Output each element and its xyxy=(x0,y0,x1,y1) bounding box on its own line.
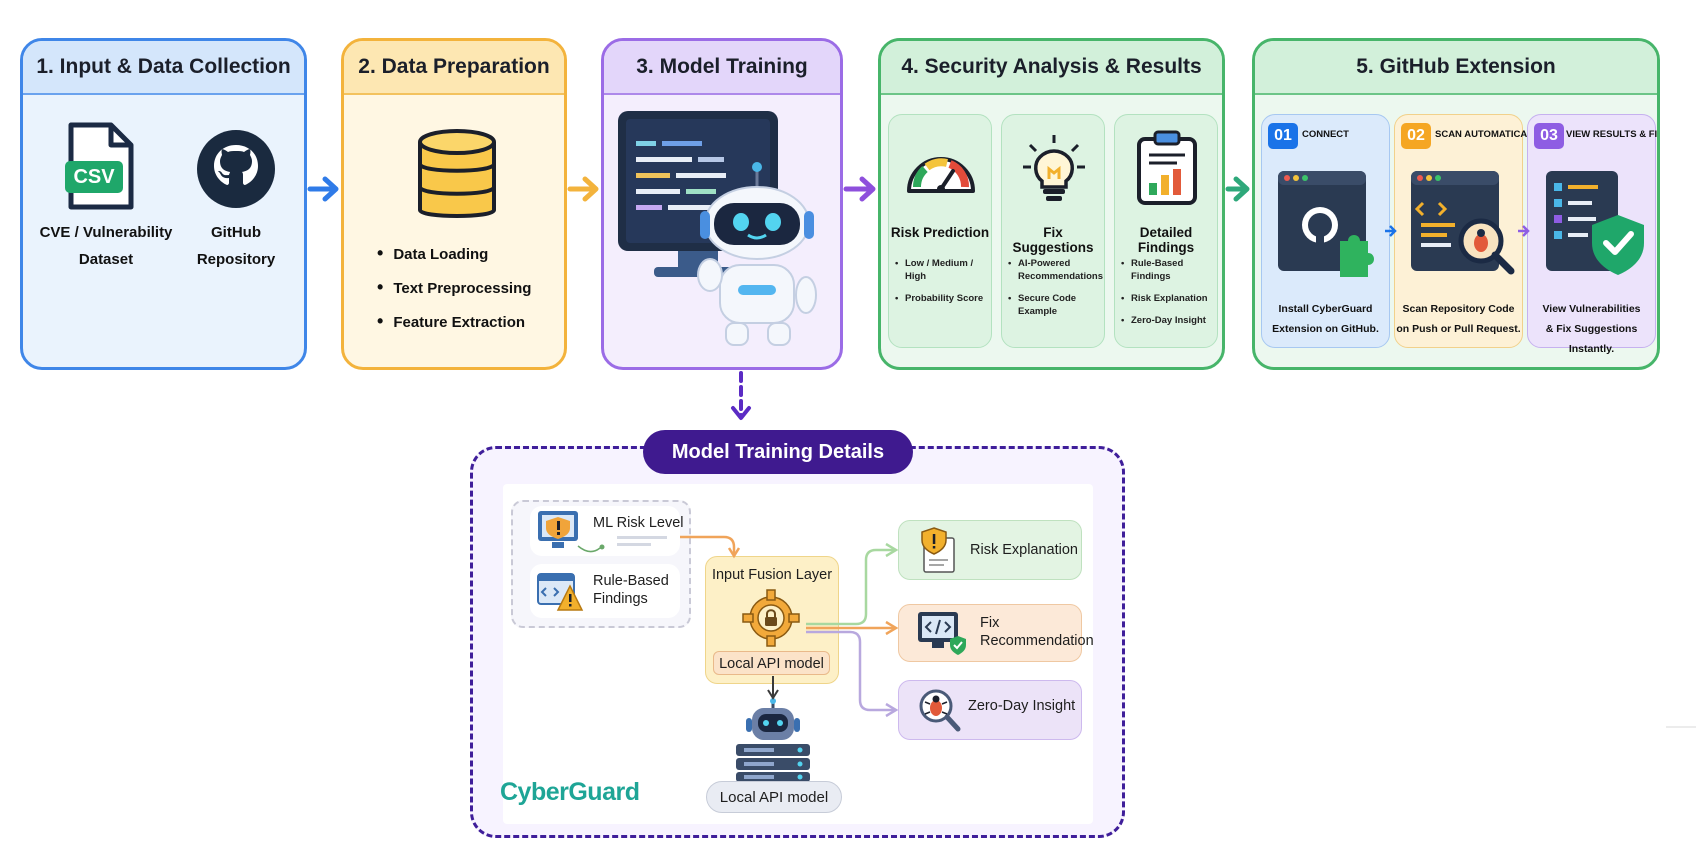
csv-badge: CSV xyxy=(73,166,115,188)
stage-input-data-collection: 1. Input & Data Collection CSV CVE / Vul… xyxy=(20,38,307,370)
github-window-puzzle-icon xyxy=(1278,171,1374,277)
step-card-scan: 02 SCAN AUTOMATICALLY Scan Repository Co… xyxy=(1394,114,1544,348)
list-item: Probability Score xyxy=(895,292,989,305)
card-title: Risk Prediction xyxy=(890,225,990,240)
step-label: VIEW RESULTS & FIX xyxy=(1566,129,1660,140)
step-card-connect: 01 CONNECT Install CyberGuard Extension … xyxy=(1261,114,1390,348)
cyberguard-logo-text: CyberGuard xyxy=(500,778,640,806)
input-label: Rule-Based Findings xyxy=(593,573,669,607)
line-decoration xyxy=(617,543,651,546)
stage-security-analysis: 4. Security Analysis & Results Risk Pred… xyxy=(878,38,1225,370)
card-bullets: Low / Medium / High Probability Score xyxy=(895,257,989,314)
list-item: Feature Extraction xyxy=(377,305,531,339)
stage-title: 5. GitHub Extension xyxy=(1255,41,1657,95)
step-number: 01 xyxy=(1268,123,1298,149)
arrow-stage3-to-stage4-icon xyxy=(843,176,876,202)
card-bullets: AI-Powered Recommendations Secure Code E… xyxy=(1008,257,1103,327)
step-label: SCAN AUTOMATICALLY xyxy=(1435,129,1545,140)
clipboard-chart-icon xyxy=(1137,130,1197,205)
stage-title: 2. Data Preparation xyxy=(344,41,564,95)
database-icon xyxy=(418,129,496,218)
arrow-stage4-to-stage5-icon xyxy=(1225,176,1250,202)
fusion-title: Input Fusion Layer xyxy=(711,567,833,583)
input-label: ML Risk Level xyxy=(593,515,684,531)
stage-title: 1. Input & Data Collection xyxy=(23,41,304,95)
csv-dataset-label: CVE / Vulnerability Dataset xyxy=(39,224,173,268)
step-label: CONNECT xyxy=(1302,129,1349,140)
step-description: Install CyberGuard Extension on GitHub. xyxy=(1272,303,1379,335)
stage-model-training: 3. Model Training xyxy=(601,38,843,370)
list-item: Rule-Based Findings xyxy=(1121,257,1215,283)
card-title: Detailed Findings xyxy=(1137,225,1195,255)
shield-document-icon xyxy=(921,527,955,573)
server-label-box xyxy=(706,781,842,813)
list-item: Risk Explanation xyxy=(1121,292,1215,305)
gauge-icon xyxy=(907,157,975,193)
arrow-stage1-to-stage2-icon xyxy=(307,176,339,202)
card-bullets: Rule-Based Findings Risk Explanation Zer… xyxy=(1121,257,1215,336)
arrow-right-icon xyxy=(1518,225,1530,237)
server-label: Local API model xyxy=(719,789,829,806)
bug-magnifier-icon xyxy=(919,689,961,732)
code-scan-bug-icon xyxy=(1411,171,1515,275)
github-icon xyxy=(197,130,275,208)
list-item: Text Preprocessing xyxy=(377,271,531,305)
results-shield-check-icon xyxy=(1546,171,1644,275)
card-title: Fix Suggestions xyxy=(1012,225,1094,255)
stage-title: 4. Security Analysis & Results xyxy=(881,41,1222,95)
step-number: 02 xyxy=(1401,123,1431,149)
output-label: Risk Explanation xyxy=(970,542,1078,558)
fusion-sublabel: Local API model xyxy=(719,656,824,672)
stage-title: 3. Model Training xyxy=(604,41,840,95)
stage-data-preparation: 2. Data Preparation Data Loading Text Pr… xyxy=(341,38,567,370)
list-item: AI-Powered Recommendations xyxy=(1008,257,1103,283)
list-item: Secure Code Example xyxy=(1008,292,1102,318)
step-card-view-results: 03 VIEW RESULTS & FIX View Vulnerabiliti… xyxy=(1527,114,1657,355)
csv-file-icon xyxy=(65,122,134,210)
details-title: Model Training Details xyxy=(643,430,913,474)
list-item: Zero-Day Insight xyxy=(1121,314,1215,327)
output-label: Fix Recommendation xyxy=(980,615,1094,649)
result-card-detailed-findings: Detailed Findings Rule-Based Findings Ri… xyxy=(1114,114,1218,348)
arrow-stage2-to-stage3-icon xyxy=(567,176,599,202)
arrow-right-icon xyxy=(1385,225,1397,237)
lightbulb-icon xyxy=(1023,135,1085,201)
fusion-sublabel-box xyxy=(713,651,830,675)
line-decoration xyxy=(617,536,667,539)
step-description: View Vulnerabilities & Fix Suggestions I… xyxy=(1542,303,1641,355)
step-number: 03 xyxy=(1534,123,1564,149)
code-window-warning-icon xyxy=(537,573,584,611)
stage-github-extension: 5. GitHub Extension 01 CONNECT Install C… xyxy=(1252,38,1660,370)
monitor-code-check-icon xyxy=(918,612,966,655)
github-repository-label: GitHub Repository xyxy=(196,224,276,268)
robot-server-icon xyxy=(736,698,810,782)
robot-with-monitor-icon xyxy=(618,111,817,346)
gear-lock-icon xyxy=(742,589,800,647)
list-item: Low / Medium / High xyxy=(895,257,989,283)
result-card-fix-suggestions: Fix Suggestions AI-Powered Recommendatio… xyxy=(1001,114,1105,348)
monitor-warning-icon xyxy=(538,511,578,548)
step-description: Scan Repository Code on Push or Pull Req… xyxy=(1396,303,1521,335)
preparation-steps-list: Data Loading Text Preprocessing Feature … xyxy=(377,237,531,339)
result-card-risk-prediction: Risk Prediction Low / Medium / High Prob… xyxy=(888,114,992,348)
output-label: Zero-Day Insight xyxy=(968,698,1076,714)
list-item: Data Loading xyxy=(377,237,531,271)
arrow-training-to-details-icon xyxy=(731,371,751,420)
